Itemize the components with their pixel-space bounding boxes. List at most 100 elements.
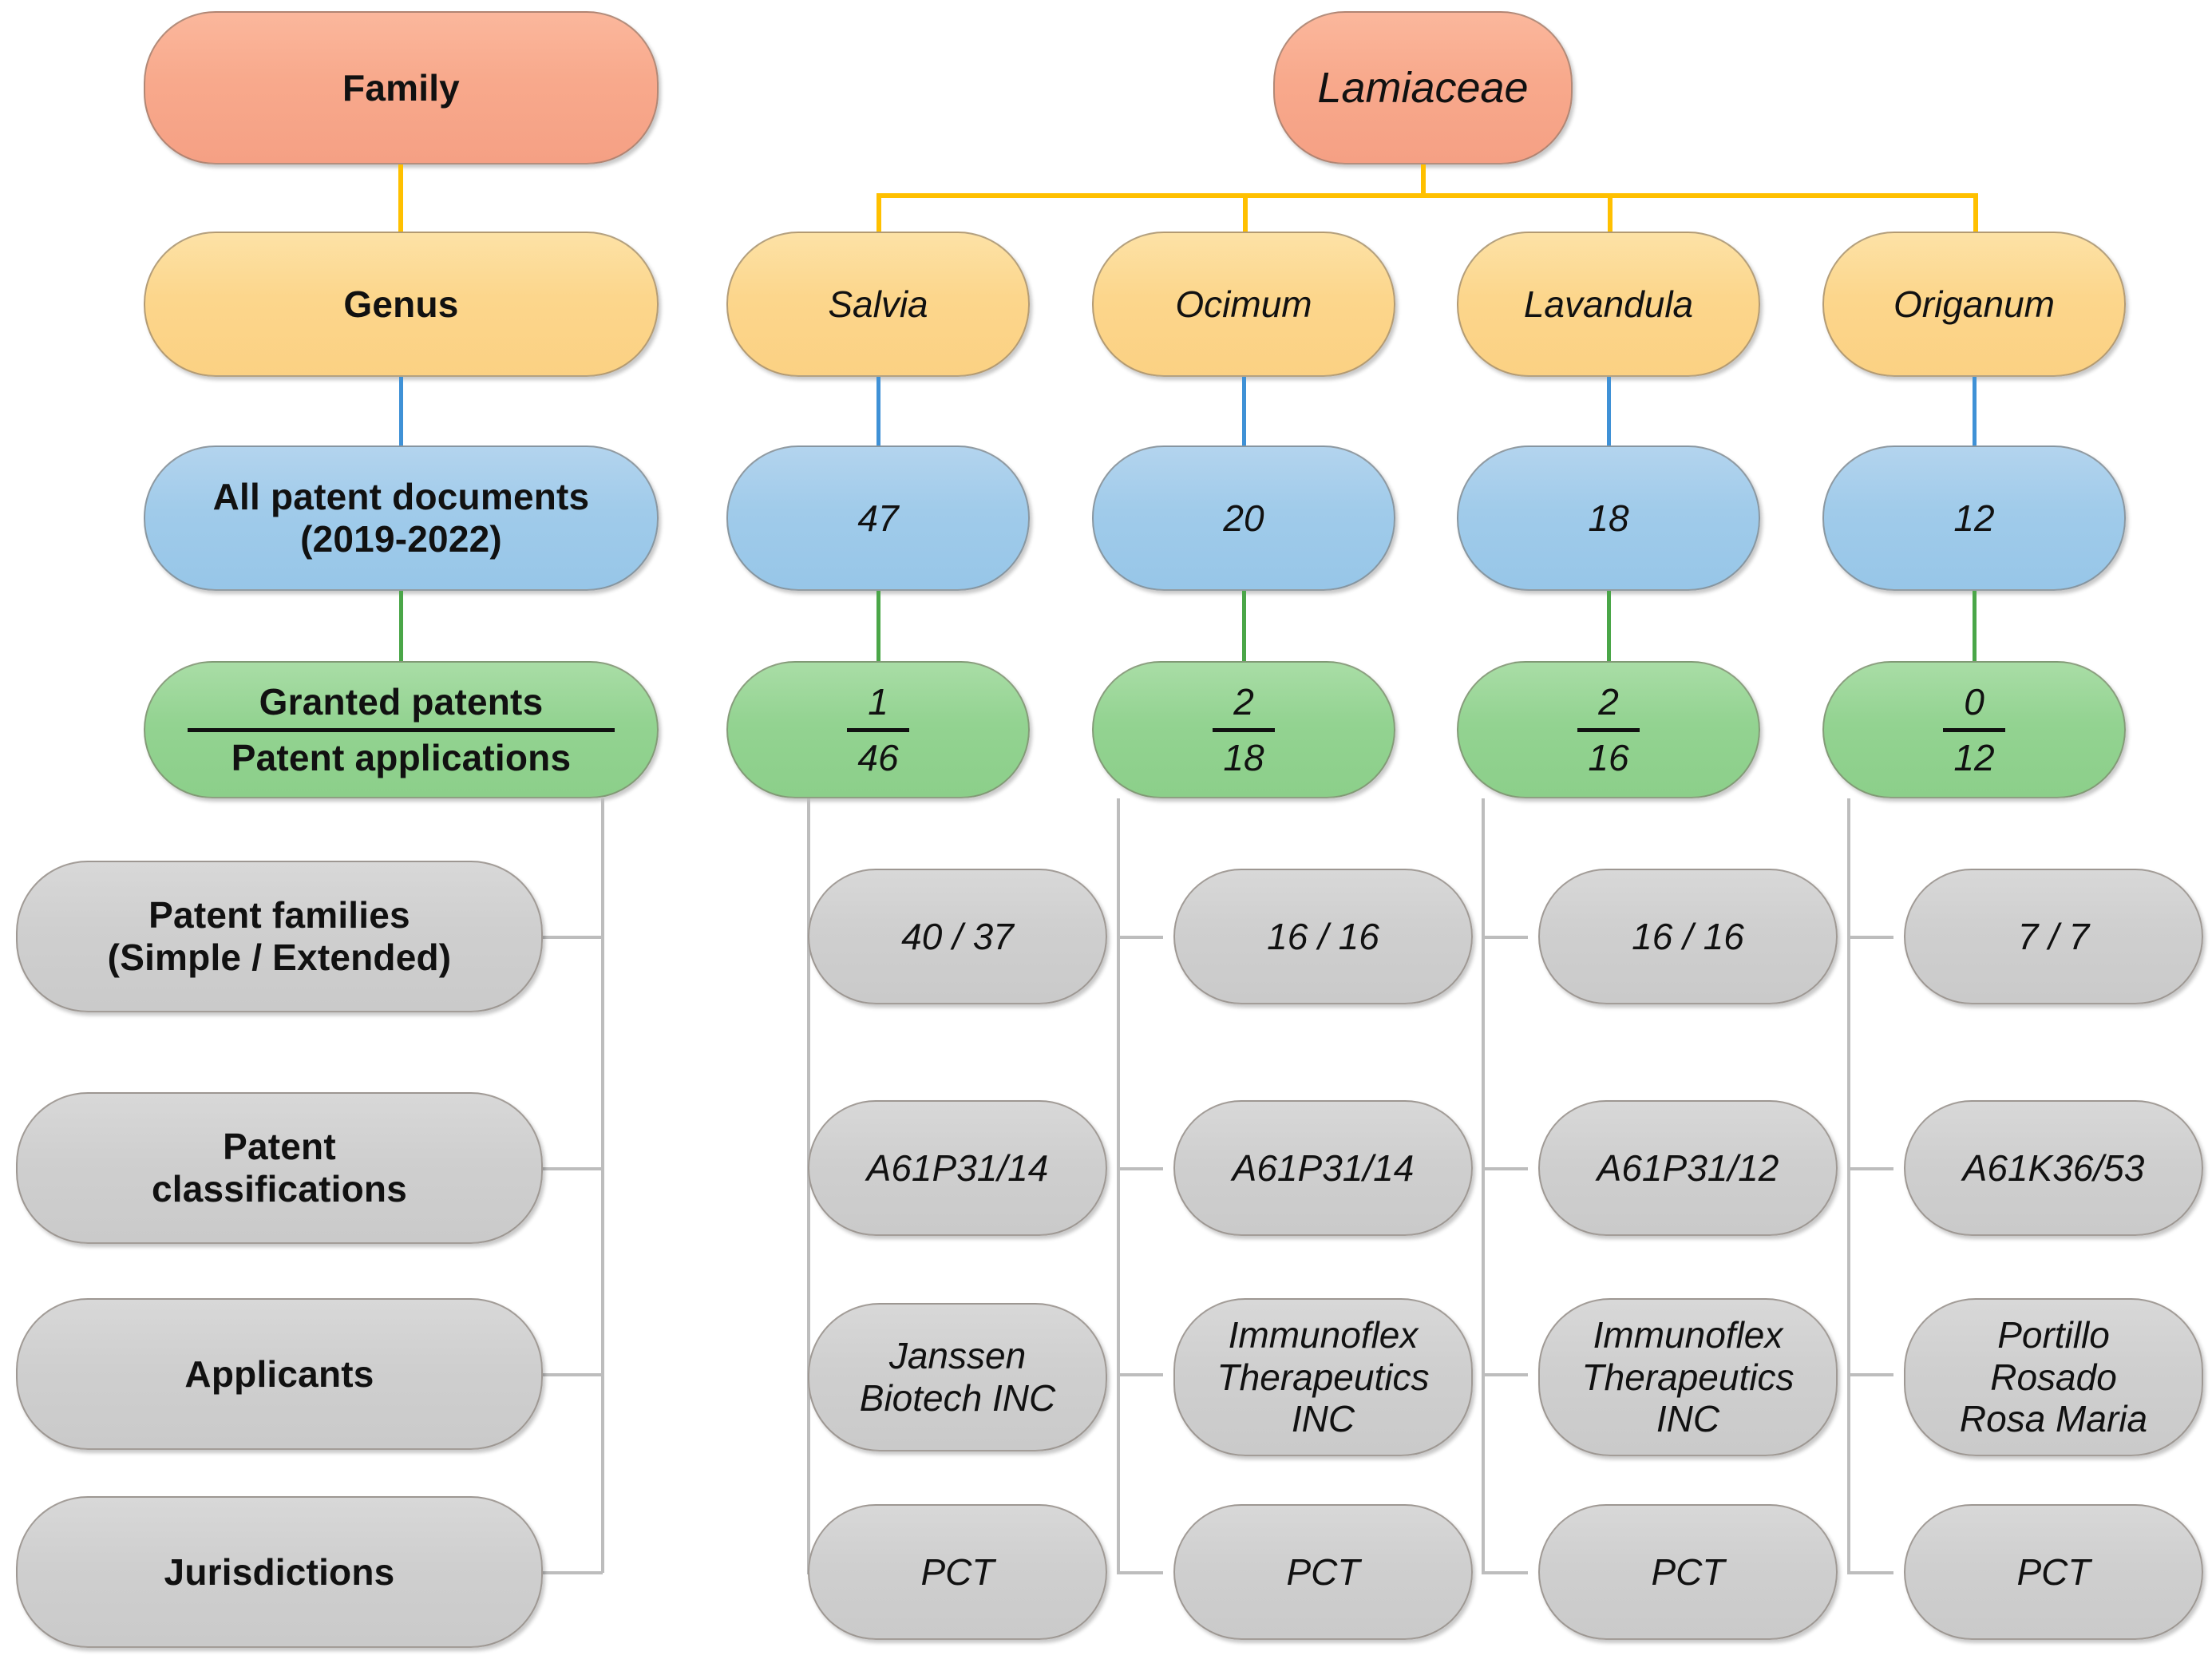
- all-documents-node-0[interactable]: 47: [726, 445, 1030, 591]
- connector-detail-spine-0: [807, 798, 810, 1573]
- patent-classification-node-3-value: A61K36/53: [1962, 1146, 2145, 1189]
- jurisdiction-node-0[interactable]: PCT: [808, 1504, 1107, 1640]
- granted-node-2-numerator: 2: [1598, 680, 1619, 723]
- granted-node-0-numerator: 1: [868, 680, 888, 723]
- connector-documents-to-granted-left: [399, 591, 403, 669]
- family-node-lamiaceae[interactable]: Lamiaceae: [1273, 11, 1573, 164]
- patent-classification-node-0-value: A61P31/14: [866, 1146, 1049, 1189]
- row-label-applicants: Applicants: [16, 1298, 543, 1450]
- granted-fraction-label: Granted patents Patent applications: [145, 681, 657, 779]
- connector-detail-branch-3-classifications: [1847, 1167, 1893, 1170]
- applicant-node-3-value: Portillo Rosado Rosa Maria: [1905, 1314, 2202, 1441]
- granted-node-1-denominator: 18: [1223, 736, 1264, 778]
- connector-genus-drop-0: [876, 193, 881, 232]
- genus-node-0-label: Salvia: [828, 283, 928, 325]
- patent-classification-node-1[interactable]: A61P31/14: [1173, 1100, 1473, 1236]
- patent-classifications-line1: Patent: [223, 1126, 336, 1168]
- connector-detail-spine-1: [1117, 798, 1120, 1573]
- applicant-3-line3: Rosa Maria: [1959, 1398, 2148, 1440]
- connector-detail-branch-1-families: [1117, 936, 1163, 939]
- all-documents-node-1[interactable]: 20: [1092, 445, 1395, 591]
- applicant-0-line2: Biotech INC: [859, 1377, 1056, 1419]
- connector-genus-to-documents-left: [399, 377, 403, 455]
- patent-classification-node-3[interactable]: A61K36/53: [1904, 1100, 2203, 1236]
- connector-detail-branch-2-families: [1482, 936, 1528, 939]
- genus-node-3-label: Origanum: [1893, 283, 2055, 325]
- row-label-family-text: Family: [342, 66, 460, 109]
- jurisdiction-node-3[interactable]: PCT: [1904, 1504, 2203, 1640]
- jurisdiction-node-1-value: PCT: [1286, 1550, 1360, 1593]
- applicant-node-3[interactable]: Portillo Rosado Rosa Maria: [1904, 1298, 2203, 1456]
- connector-genus-drop-1: [1243, 193, 1248, 232]
- connector-detail-branch-1-classifications: [1117, 1167, 1163, 1170]
- granted-node-3-numerator: 0: [1964, 680, 1984, 723]
- jurisdiction-node-0-value: PCT: [920, 1550, 995, 1593]
- documents-line2: (2019-2022): [300, 518, 502, 560]
- applicant-node-2[interactable]: Immunoflex Therapeutics INC: [1538, 1298, 1838, 1456]
- applicant-node-0[interactable]: Janssen Biotech INC: [808, 1303, 1107, 1451]
- connector-detail-branch-2-classifications: [1482, 1167, 1528, 1170]
- granted-node-0-denominator: 46: [857, 736, 899, 778]
- genus-node-2-label: Lavandula: [1523, 283, 1694, 325]
- applicant-2-line1: Immunoflex: [1593, 1313, 1783, 1356]
- applicant-node-1[interactable]: Immunoflex Therapeutics INC: [1173, 1298, 1473, 1456]
- connector-genus-drop-3: [1973, 193, 1978, 232]
- connector-detail-branch-3-jurisdictions: [1847, 1571, 1893, 1574]
- jurisdiction-node-1[interactable]: PCT: [1173, 1504, 1473, 1640]
- row-label-all-documents-text: All patent documents (2019-2022): [145, 476, 657, 560]
- applicant-1-line1: Immunoflex: [1228, 1313, 1419, 1356]
- row-label-patent-families: Patent families (Simple / Extended): [16, 861, 543, 1012]
- row-label-patent-classifications-text: Patent classifications: [18, 1126, 541, 1210]
- applicant-0-line1: Janssen: [888, 1335, 1027, 1377]
- connector-detail-branch-1-applicants: [1117, 1373, 1163, 1376]
- granted-node-1[interactable]: 2 18: [1092, 661, 1395, 798]
- row-label-jurisdictions-text: Jurisdictions: [164, 1550, 395, 1593]
- connector-left-detail-branch-classifications: [535, 1167, 603, 1170]
- connector-left-detail-spine: [601, 798, 604, 1573]
- genus-node-2[interactable]: Lavandula: [1457, 232, 1760, 377]
- connector-genus-1-to-documents: [1242, 377, 1246, 455]
- patent-classification-node-2[interactable]: A61P31/12: [1538, 1100, 1838, 1236]
- all-documents-node-3[interactable]: 12: [1822, 445, 2126, 591]
- granted-node-2-denominator: 16: [1588, 736, 1629, 778]
- patent-families-node-0[interactable]: 40 / 37: [808, 869, 1107, 1004]
- fraction-bar: [1577, 727, 1640, 732]
- patent-families-node-0-value: 40 / 37: [901, 915, 1014, 957]
- connector-genus-0-to-documents: [876, 377, 880, 455]
- genus-node-0[interactable]: Salvia: [726, 232, 1030, 377]
- granted-node-3[interactable]: 0 12: [1822, 661, 2126, 798]
- granted-node-2[interactable]: 2 16: [1457, 661, 1760, 798]
- genus-node-1[interactable]: Ocimum: [1092, 232, 1395, 377]
- connector-genus-drop-2: [1608, 193, 1613, 232]
- granted-numerator-label: Granted patents: [259, 680, 544, 723]
- patent-classification-node-0[interactable]: A61P31/14: [808, 1100, 1107, 1236]
- all-documents-node-0-value: 47: [857, 497, 899, 539]
- connector-detail-branch-2-jurisdictions: [1482, 1571, 1528, 1574]
- genus-node-3[interactable]: Origanum: [1822, 232, 2126, 377]
- patent-families-node-3[interactable]: 7 / 7: [1904, 869, 2203, 1004]
- patent-families-node-1[interactable]: 16 / 16: [1173, 869, 1473, 1004]
- row-label-patent-classifications: Patent classifications: [16, 1092, 543, 1244]
- connector-detail-spine-3: [1847, 798, 1850, 1573]
- jurisdiction-node-2[interactable]: PCT: [1538, 1504, 1838, 1640]
- patent-classification-node-2-value: A61P31/12: [1597, 1146, 1779, 1189]
- all-documents-node-2-value: 18: [1588, 497, 1629, 539]
- granted-node-0-fraction: 1 46: [728, 681, 1028, 779]
- granted-node-0[interactable]: 1 46: [726, 661, 1030, 798]
- row-label-granted-over-applications: Granted patents Patent applications: [144, 661, 659, 798]
- row-label-jurisdictions: Jurisdictions: [16, 1496, 543, 1648]
- fraction-bar: [847, 727, 909, 732]
- row-label-genus-text: Genus: [343, 283, 459, 325]
- all-documents-node-3-value: 12: [1953, 497, 1995, 539]
- all-documents-node-1-value: 20: [1223, 497, 1264, 539]
- patent-classification-node-1-value: A61P31/14: [1232, 1146, 1415, 1189]
- connector-genus-3-to-documents: [1973, 377, 1977, 455]
- granted-node-2-fraction: 2 16: [1458, 681, 1759, 779]
- row-label-applicants-text: Applicants: [184, 1352, 374, 1395]
- fraction-bar: [1943, 727, 2005, 732]
- granted-node-1-numerator: 2: [1233, 680, 1254, 723]
- patent-families-node-2[interactable]: 16 / 16: [1538, 869, 1838, 1004]
- fraction-bar: [188, 727, 615, 732]
- all-documents-node-2[interactable]: 18: [1457, 445, 1760, 591]
